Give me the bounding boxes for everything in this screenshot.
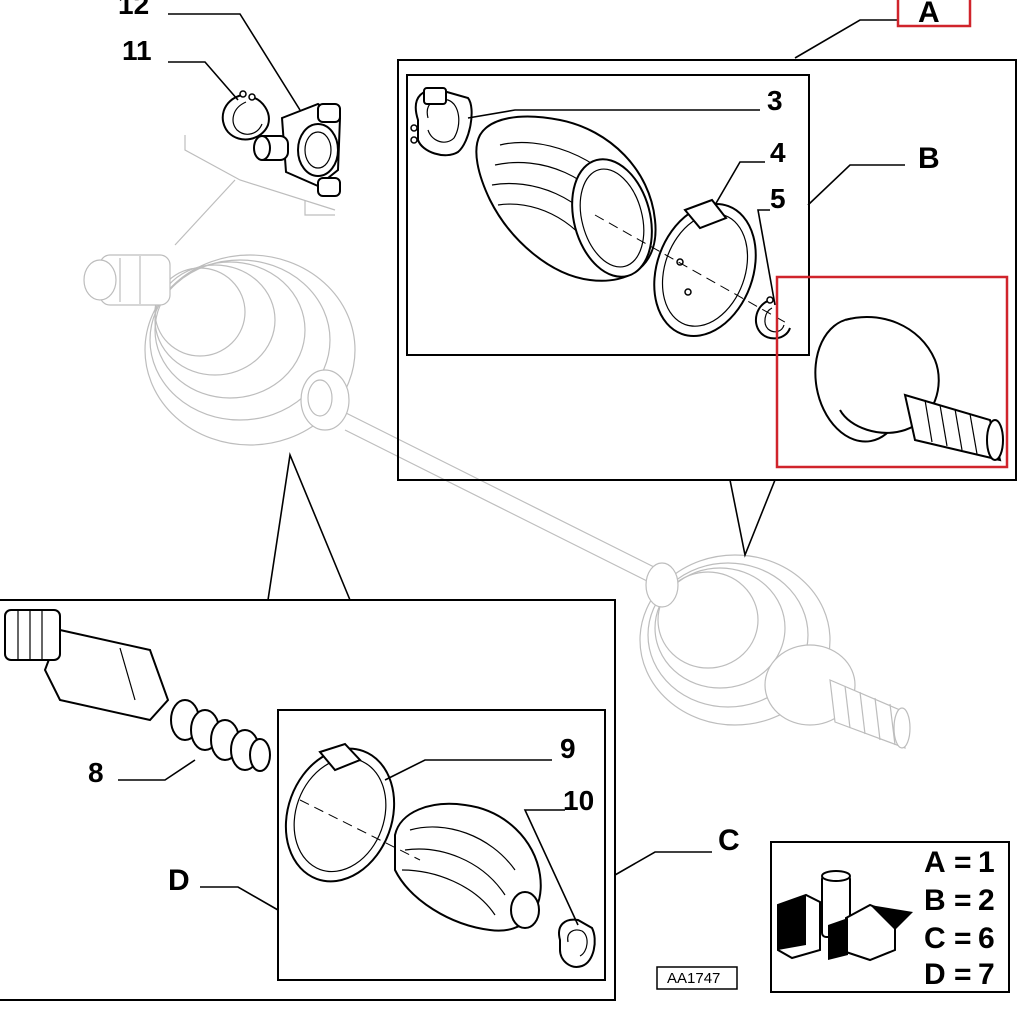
leader-lines	[118, 13, 905, 926]
diagram-reference: AA1747	[656, 966, 738, 990]
legend-d-eq: =	[954, 958, 972, 991]
legend-a-eq: =	[954, 846, 972, 879]
highlight-label-a	[896, 0, 972, 28]
label-part-4: 4	[770, 137, 786, 168]
label-part-12: 12	[118, 0, 149, 20]
inner-boot-ghost	[83, 254, 356, 446]
label-part-9: 9	[560, 733, 576, 764]
part-inner-joint-housing	[4, 609, 170, 722]
part-11-circlip	[221, 90, 270, 141]
legend-a-letter: A	[924, 846, 946, 879]
part-outer-cv-joint	[814, 315, 1004, 462]
part-boot-inner	[394, 802, 542, 932]
label-group-a: A	[918, 0, 940, 29]
legend-c-qty: 6	[978, 922, 995, 955]
part-8-spring	[170, 699, 271, 772]
part-12-tripod-joint	[253, 102, 342, 197]
legend-b-qty: 2	[978, 884, 995, 917]
part-4-band-clamp	[653, 198, 757, 337]
part-5-circlip	[754, 296, 791, 340]
legend-a-qty: 1	[978, 846, 995, 879]
label-group-d: D	[168, 864, 190, 897]
legend-b-eq: =	[954, 884, 972, 917]
frame-group-c	[0, 599, 616, 1001]
driveshaft-ghost	[83, 135, 911, 749]
label-group-b: B	[918, 142, 940, 175]
legend-b-letter: B	[924, 884, 946, 917]
outer-boot-ghost	[639, 554, 911, 749]
part-3-4-boot	[475, 115, 657, 282]
label-part-11: 11	[122, 35, 152, 66]
label-part-5: 5	[770, 183, 786, 214]
part-3-clamp	[410, 87, 473, 157]
label-part-3: 3	[767, 85, 783, 116]
label-part-8: 8	[88, 757, 104, 788]
part-9-band-clamp	[284, 742, 396, 883]
label-part-10: 10	[563, 785, 594, 816]
frame-group-b	[397, 59, 1017, 481]
legend-c-letter: C	[924, 922, 946, 955]
diagram-ref-code: AA1747	[667, 970, 720, 987]
highlight-outer-joint	[775, 275, 1009, 469]
label-group-c: C	[718, 824, 740, 857]
part-10-clamp	[558, 918, 596, 968]
legend-c-eq: =	[954, 922, 972, 955]
frame-boot-kit-inner	[277, 709, 606, 981]
parts-kit-icon	[777, 870, 913, 962]
legend-d-letter: D	[924, 958, 946, 991]
frame-boot-kit	[406, 74, 810, 356]
legend-d-qty: 7	[978, 958, 995, 991]
quantity-legend	[770, 841, 1010, 993]
